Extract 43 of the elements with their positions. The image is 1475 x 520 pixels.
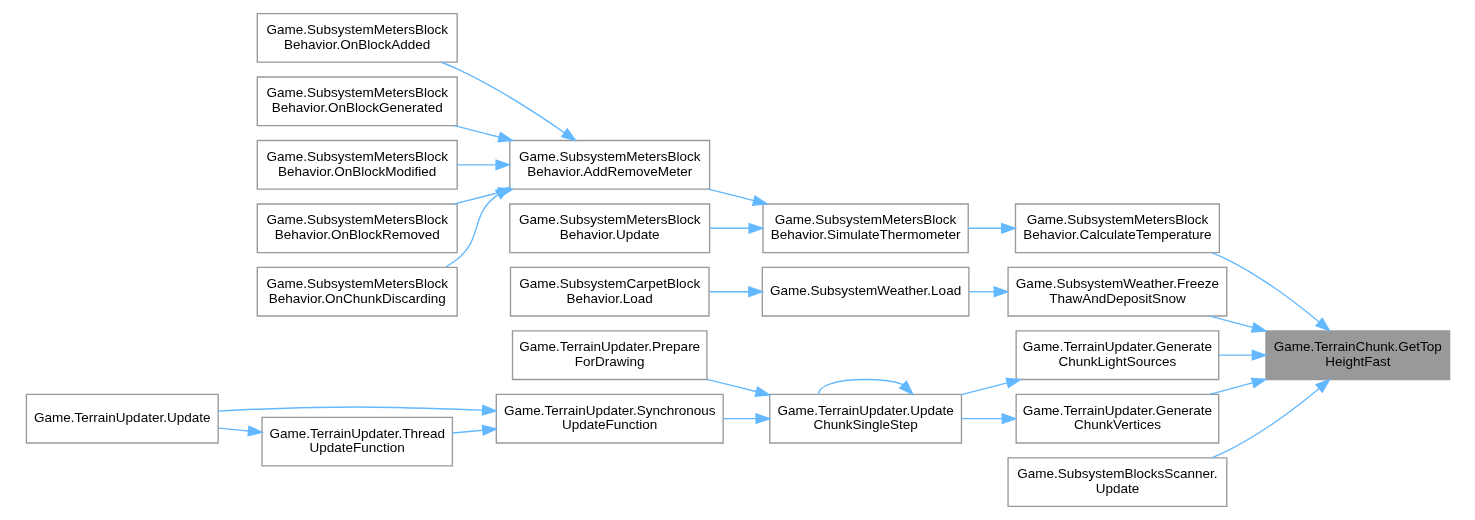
arrow bbox=[444, 186, 511, 268]
node-box: Game.SubsystemMetersBlock Behavior.OnBlockModified bbox=[256, 139, 458, 190]
arrow bbox=[217, 425, 264, 437]
node-box: Game.SubsystemMetersBlock Behavior.CalculateTemperature bbox=[1014, 203, 1220, 254]
node-box: Game.SubsystemMetersBlock Behavior.OnBlockGenerated bbox=[256, 76, 458, 127]
arrow bbox=[216, 404, 498, 416]
node-box: Game.SubsystemBlocksScanner. Update bbox=[1006, 457, 1227, 508]
arrow bbox=[1208, 315, 1268, 333]
arrow bbox=[817, 378, 914, 396]
node-box: Game.TerrainUpdater.Generate ChunkLightSources bbox=[1015, 330, 1219, 381]
node-box: Game.TerrainUpdater.Synchronous UpdateFunction bbox=[495, 393, 724, 444]
node-box: Game.TerrainUpdater.Thread UpdateFunction bbox=[260, 416, 453, 467]
arrow bbox=[440, 61, 577, 142]
node-box: Game.SubsystemWeather.Load bbox=[761, 266, 970, 317]
node-box: Game.SubsystemMetersBlock Behavior.SimulateThermometer bbox=[761, 203, 969, 254]
node-box: Game.SubsystemMetersBlock Behavior.OnBlockRemoved bbox=[256, 203, 458, 254]
node-box: Game.TerrainUpdater.Prepare ForDrawing bbox=[511, 330, 708, 381]
node-box: Game.SubsystemMetersBlock Behavior.OnBlockAdded bbox=[256, 12, 458, 63]
arrow bbox=[705, 378, 771, 397]
arrow bbox=[960, 412, 1018, 425]
arrow bbox=[708, 222, 765, 234]
node-box: Game.TerrainChunk.GetTop HeightFast bbox=[1264, 330, 1450, 381]
arrow bbox=[453, 125, 514, 143]
node-box: Game.SubsystemCarpetBlock Behavior.Load bbox=[509, 266, 710, 317]
arrow bbox=[960, 377, 1022, 396]
arrow bbox=[1210, 378, 1331, 459]
arrow bbox=[1217, 349, 1268, 361]
arrow bbox=[456, 159, 512, 171]
node-box: Game.SubsystemMetersBlock Behavior.Update bbox=[508, 203, 710, 254]
node-box: Game.SubsystemWeather.Freeze ThawAndDepositSnow bbox=[1006, 266, 1227, 317]
node-box: Game.SubsystemMetersBlock Behavior.OnChunkDiscarding bbox=[256, 266, 458, 317]
arrow bbox=[1210, 252, 1331, 333]
arrow bbox=[1208, 377, 1268, 395]
node-box: Game.TerrainUpdater.Update bbox=[25, 393, 219, 444]
arrow bbox=[722, 412, 772, 425]
arrow bbox=[707, 188, 769, 206]
node-box: Game.TerrainUpdater.Generate ChunkVertices bbox=[1015, 393, 1219, 444]
arrow bbox=[967, 286, 1010, 298]
node-box: Game.SubsystemMetersBlock Behavior.AddRemoveMeter bbox=[508, 139, 710, 190]
arrow bbox=[451, 424, 498, 436]
arrow bbox=[967, 222, 1017, 234]
arrow bbox=[708, 286, 764, 298]
node-box: Game.TerrainUpdater.Update ChunkSingleStep bbox=[768, 393, 962, 444]
